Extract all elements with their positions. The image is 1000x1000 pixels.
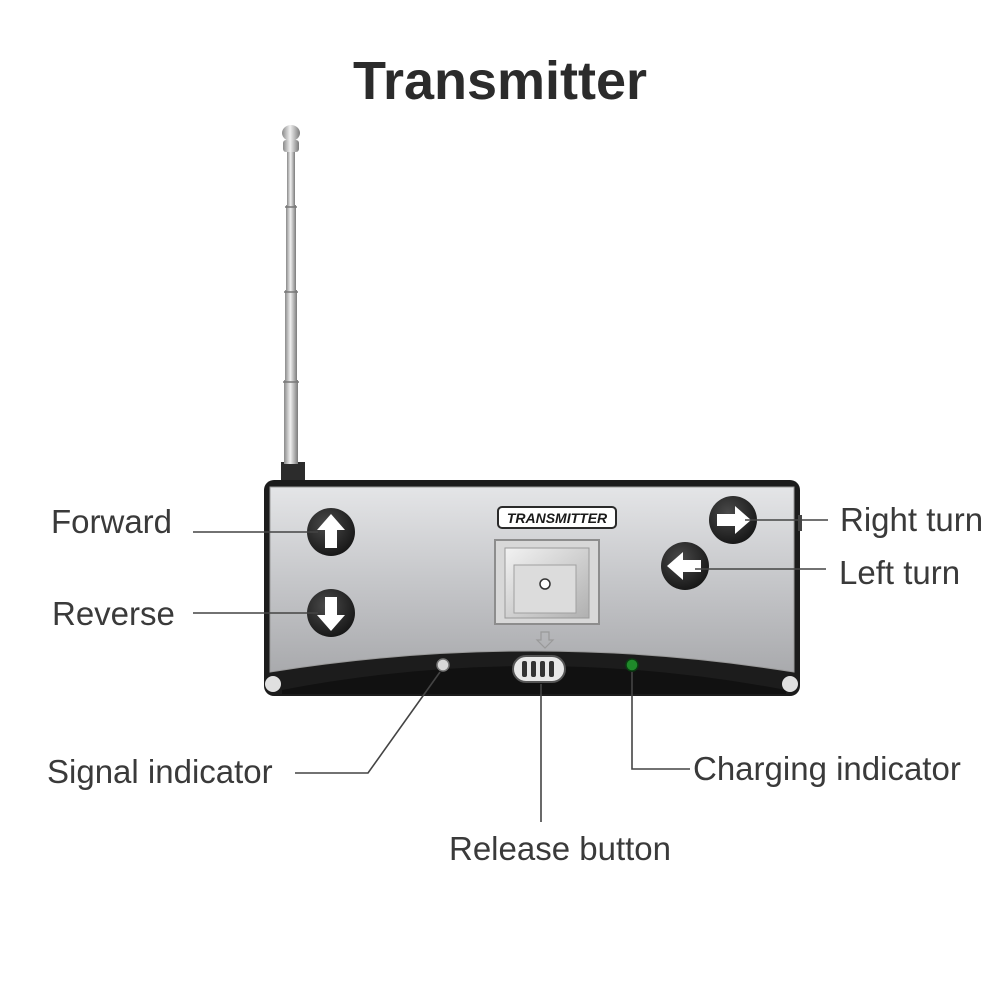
forward-button[interactable]: [307, 508, 355, 556]
arrow-down-icon: [317, 597, 345, 631]
release-button[interactable]: [512, 655, 566, 683]
callout-signal-indicator: Signal indicator: [47, 753, 273, 790]
arrow-left-icon: [667, 552, 701, 580]
callout-right-turn: Right turn: [840, 501, 984, 538]
callout-release-button: Release button: [449, 830, 671, 867]
charging-indicator-led: [625, 658, 639, 672]
arrow-right-icon: [717, 506, 751, 534]
arrow-up-icon: [317, 514, 345, 548]
antenna: [281, 125, 305, 484]
reverse-button[interactable]: [307, 589, 355, 637]
callout-charging-indicator: Charging indicator: [693, 750, 961, 787]
callout-left-turn: Left turn: [839, 554, 961, 591]
right-turn-button[interactable]: [709, 496, 757, 544]
callout-forward: Forward: [51, 503, 173, 540]
signal-indicator-led: [436, 658, 450, 672]
leader-charging: [631, 672, 690, 770]
page-title: Transmitter: [352, 51, 648, 111]
leader-lines: [193, 519, 828, 822]
brand-badge: TRANSMITTER: [497, 506, 617, 529]
leader-signal: [295, 671, 441, 774]
brand-label: TRANSMITTER: [507, 510, 608, 526]
center-slot: [494, 539, 600, 649]
callout-reverse: Reverse: [52, 595, 175, 632]
left-turn-button[interactable]: [661, 542, 709, 590]
